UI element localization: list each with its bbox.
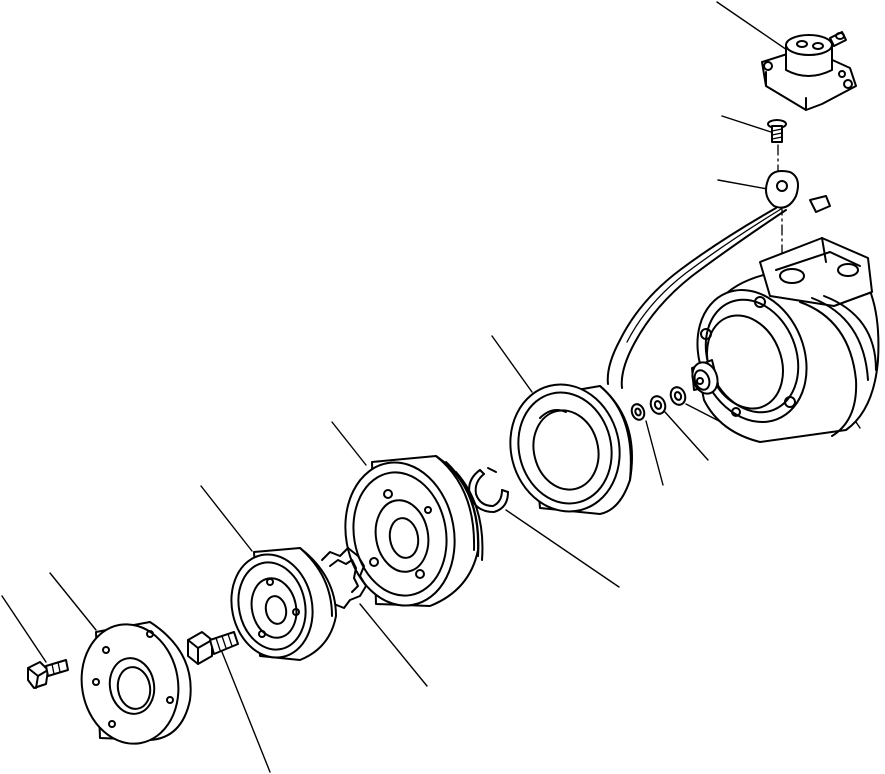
shim-washer-3 xyxy=(669,386,687,406)
leader-plate-flange xyxy=(716,1,791,53)
leader-snap-ring-c xyxy=(505,509,620,588)
snap-ring-c xyxy=(468,467,509,513)
leader-shim-washer-1 xyxy=(645,420,664,486)
snap-ring-star xyxy=(321,547,367,609)
leader-bolt-small-top xyxy=(721,115,772,133)
dust-cover-plate xyxy=(80,621,192,745)
plate-flange xyxy=(761,31,857,111)
leader-pulley-rotor xyxy=(331,421,367,466)
field-coil xyxy=(509,383,633,515)
leader-field-coil xyxy=(491,335,533,393)
armature-hub xyxy=(230,547,337,661)
compressor-body xyxy=(691,237,880,443)
leader-snap-ring-star xyxy=(359,603,428,687)
assembly-centerline xyxy=(777,144,783,269)
hose-bracket xyxy=(606,170,831,389)
leader-cover-bolt xyxy=(1,595,47,663)
cover-bolt xyxy=(27,659,69,689)
leader-dust-cover xyxy=(49,572,97,631)
bolt-small-top xyxy=(767,119,787,143)
pulley-rotor xyxy=(344,455,484,607)
shim-washer-2 xyxy=(649,395,667,415)
leader-shim-washer-2 xyxy=(664,411,709,461)
leader-armature-hub xyxy=(200,485,253,552)
shim-washer-1 xyxy=(630,403,646,421)
hub-bolt xyxy=(187,631,239,665)
leader-hub-bolt xyxy=(221,651,271,773)
leader-hose-bracket xyxy=(717,179,774,191)
